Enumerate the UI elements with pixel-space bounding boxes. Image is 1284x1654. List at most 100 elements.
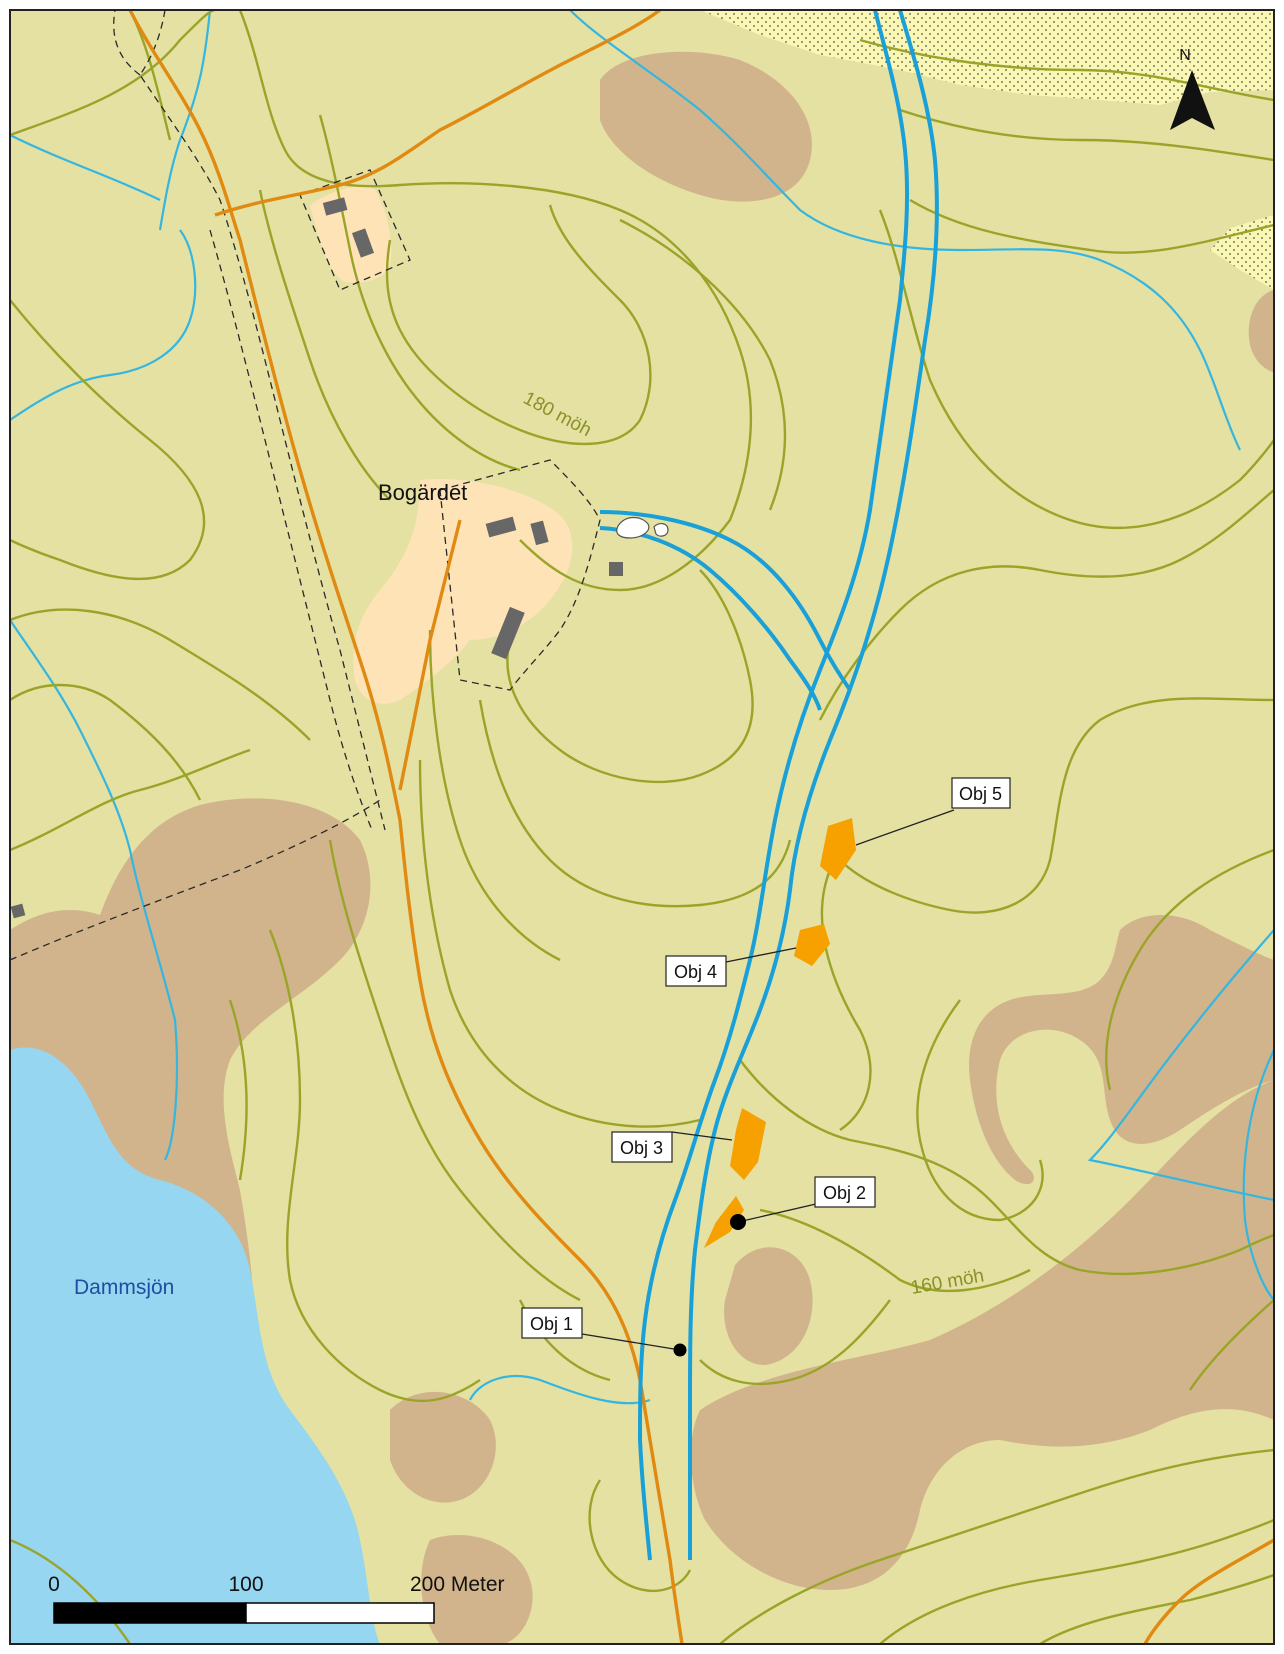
obj1-point: [673, 1343, 687, 1357]
contour-line: [916, 999, 1044, 1222]
obj2-point: [730, 1214, 746, 1230]
obj5-label: Obj 5: [959, 784, 1002, 804]
scale-tick-200: 200 Meter: [410, 1573, 505, 1596]
contour-line: [859, 38, 1274, 102]
property-boundary: [113, 10, 141, 76]
contour-line: [10, 299, 206, 581]
map-frame: [9, 9, 1275, 1645]
river-tributary-2: [599, 526, 822, 711]
obj5-callout: Obj 5: [855, 777, 1011, 846]
stream-west-2: [10, 619, 179, 1161]
obj2-leader: [737, 1203, 817, 1223]
obj4-label-box: [665, 955, 727, 987]
obj1-label-box: [521, 1307, 583, 1339]
contour-line: [759, 1208, 1031, 1293]
contour-line: [719, 1448, 1274, 1644]
obj1-leader: [581, 1333, 681, 1351]
stream-east: [1087, 929, 1274, 1202]
contour-line: [909, 198, 1274, 254]
building: [530, 520, 549, 546]
building: [485, 516, 517, 538]
dotted-field-area-east: [1210, 215, 1274, 290]
obj1-label: Obj 1: [530, 1314, 573, 1334]
contour-line: [899, 108, 1274, 162]
contour-line: [10, 608, 311, 741]
contour-line: [619, 218, 787, 511]
contour-line: [839, 697, 1274, 914]
contour-line: [385, 204, 652, 446]
stream-west: [10, 229, 197, 421]
river-tributary: [599, 510, 852, 692]
obj5-leader: [855, 809, 955, 846]
contour-line: [10, 1538, 131, 1644]
road: [1143, 1538, 1274, 1644]
soil-patch-southeast: [690, 1080, 1274, 1590]
dotted-field-area: [700, 10, 1274, 105]
property-boundary: [139, 10, 386, 831]
stream-top-center: [569, 10, 1241, 451]
stream-north: [158, 10, 212, 231]
building: [10, 903, 26, 919]
lake-dammsjon: [10, 1047, 380, 1644]
stream-northwest: [10, 134, 161, 201]
contour-line: [10, 683, 202, 801]
contour-line: [1189, 1299, 1274, 1391]
soil-patch-east: [969, 915, 1274, 1185]
building: [609, 562, 623, 576]
obj3-callout: Obj 3: [611, 1131, 733, 1163]
soil-patch-east-edge: [1248, 290, 1274, 372]
scale-tick-100: 100: [228, 1573, 263, 1596]
soil-patch-south-center-2: [421, 1534, 533, 1644]
obj5-label-box: [951, 777, 1011, 809]
property-boundary: [299, 169, 411, 291]
road: [214, 10, 662, 217]
contour-line: [268, 929, 481, 1403]
property-boundary: [209, 229, 373, 831]
obj3-leader: [671, 1131, 733, 1141]
scale-bar: 0 100 200 Meter: [48, 1573, 505, 1624]
scale-tick-0: 0: [48, 1573, 60, 1596]
river-channel-east: [687, 10, 939, 1560]
contour-line: [878, 209, 1274, 530]
property-boundary: [10, 799, 381, 961]
stream-south: [469, 1375, 651, 1405]
contour-line: [818, 489, 1274, 721]
obj4-area: [794, 924, 830, 966]
contour-line: [879, 1518, 1274, 1644]
soil-patch-small: [724, 1247, 813, 1365]
road: [398, 519, 462, 791]
obj4-callout: Obj 4: [665, 947, 797, 987]
property-boundary: [439, 459, 601, 691]
contour-line: [1039, 1573, 1274, 1644]
obj3-label: Obj 3: [620, 1138, 663, 1158]
obj2-label-box: [814, 1176, 876, 1208]
contour-line: [428, 629, 561, 962]
obj5-area: [820, 818, 856, 880]
obj4-leader: [725, 947, 797, 963]
contour-line: [318, 114, 521, 472]
building: [491, 606, 525, 660]
contour-line: [506, 569, 754, 784]
contour-line: [739, 1059, 1274, 1276]
contour-line: [258, 189, 391, 501]
north-arrow-icon: N: [1170, 47, 1215, 130]
soil-patch-south-center: [390, 1391, 496, 1503]
contour-line: [820, 869, 872, 1131]
contour-line: [1105, 848, 1274, 1091]
place-label: Bogärdet: [378, 480, 467, 505]
contour-line: [10, 748, 251, 852]
lake-label: Dammsjön: [74, 1276, 174, 1299]
soil-patch-north: [600, 51, 812, 202]
obj3-area: [730, 1108, 766, 1180]
contour-line: [478, 699, 792, 908]
pond: [616, 516, 650, 539]
obj2-area: [704, 1196, 744, 1248]
obj4-label: Obj 4: [674, 962, 717, 982]
contour-line: [328, 839, 581, 1302]
contour-line: [10, 10, 216, 137]
building: [351, 228, 375, 258]
contour-line: [699, 1299, 891, 1386]
scale-bar-black-segment: [53, 1602, 247, 1624]
building: [322, 197, 348, 216]
pond: [653, 523, 669, 537]
